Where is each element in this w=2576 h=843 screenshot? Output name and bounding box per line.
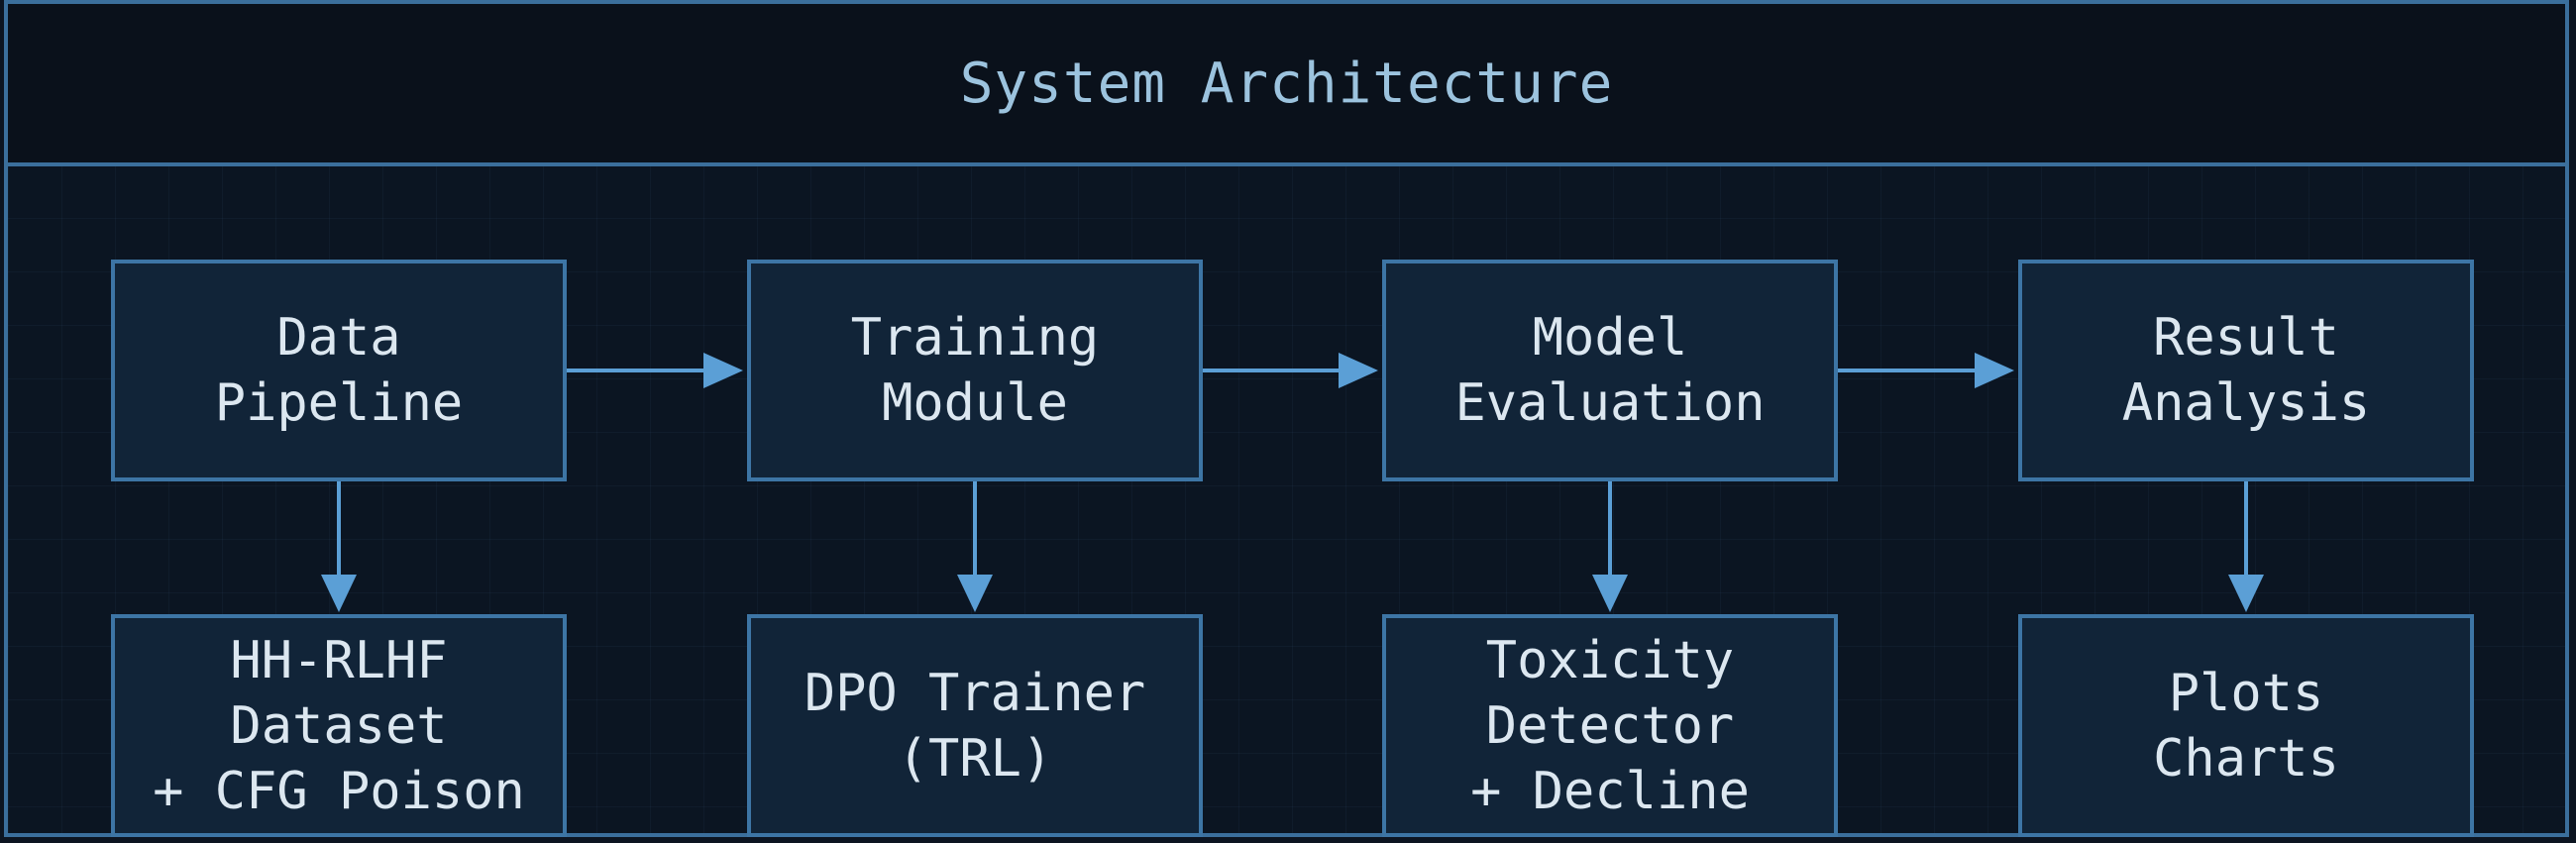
down-arrow-head bbox=[2228, 575, 2264, 612]
flow-arrow-head bbox=[1975, 353, 2014, 388]
diagram-header: System Architecture bbox=[4, 0, 2569, 166]
detail-label: Plots Charts bbox=[2153, 663, 2339, 789]
detail-label: DPO Trainer (TRL) bbox=[804, 663, 1146, 789]
stage-label: Result Analysis bbox=[2121, 308, 2371, 433]
stage-label: Data Pipeline bbox=[214, 308, 464, 433]
stage-box-result-analysis: Result Analysis bbox=[2018, 260, 2474, 481]
stage-box-data-pipeline: Data Pipeline bbox=[111, 260, 567, 481]
flow-arrow-head bbox=[703, 353, 743, 388]
down-arrow-head bbox=[957, 575, 993, 612]
detail-box-dpo-trainer: DPO Trainer (TRL) bbox=[747, 614, 1203, 837]
flow-arrow-head bbox=[1339, 353, 1378, 388]
detail-label: HH-RLHF Dataset + CFG Poison bbox=[153, 630, 525, 821]
down-arrow-head bbox=[321, 575, 357, 612]
stage-label: Training Module bbox=[850, 308, 1100, 433]
stage-label: Model Evaluation bbox=[1454, 308, 1766, 433]
down-arrow-head bbox=[1592, 575, 1628, 612]
detail-box-hh-rlhf-dataset: HH-RLHF Dataset + CFG Poison bbox=[111, 614, 567, 837]
detail-label: Toxicity Detector + Decline bbox=[1470, 630, 1750, 821]
detail-box-toxicity-detector: Toxicity Detector + Decline bbox=[1382, 614, 1838, 837]
detail-box-plots-charts: Plots Charts bbox=[2018, 614, 2474, 837]
stage-box-model-evaluation: Model Evaluation bbox=[1382, 260, 1838, 481]
diagram-title: System Architecture bbox=[959, 51, 1614, 116]
stage-box-training-module: Training Module bbox=[747, 260, 1203, 481]
